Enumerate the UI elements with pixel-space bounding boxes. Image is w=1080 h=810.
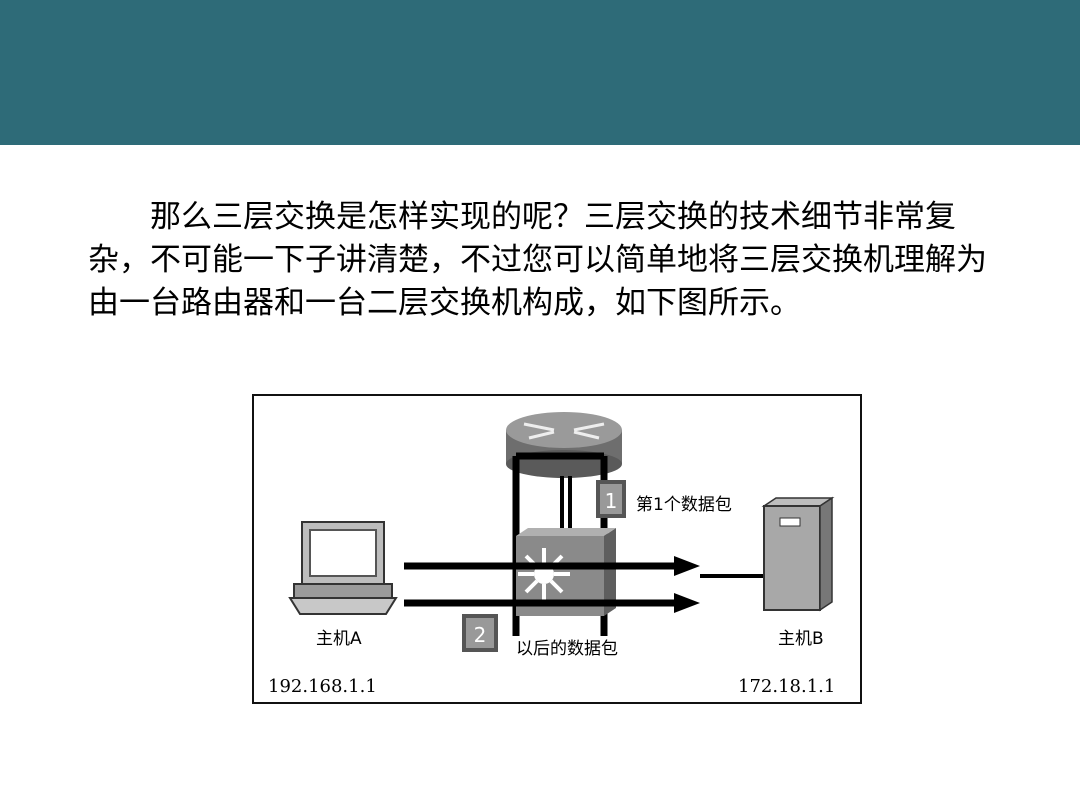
step1-badge <box>596 480 626 518</box>
server-icon <box>761 496 835 612</box>
computer-icon <box>288 521 398 615</box>
host-a-ip: 192.168.1.1 <box>268 676 377 697</box>
body-paragraph: 那么三层交换是怎样实现的呢？三层交换的技术细节非常复杂，不可能一下子讲清楚，不过… <box>88 199 987 321</box>
step1-label: 第1个数据包 <box>636 495 732 515</box>
slide-header-bar <box>0 0 1080 145</box>
network-diagram: 1 第1个数据包 2 以后的数据包 主机A 192.168.1.1 主机B 17… <box>252 394 862 704</box>
step2-label: 以后的数据包 <box>516 639 618 659</box>
host-b-label: 主机B <box>778 629 824 649</box>
diagram-canvas: 1 第1个数据包 2 以后的数据包 主机A 192.168.1.1 主机B 17… <box>268 412 835 697</box>
step2-number: 2 <box>474 623 487 647</box>
step1-number: 1 <box>605 489 618 513</box>
step2-badge <box>462 614 498 652</box>
host-a-label: 主机A <box>316 629 362 649</box>
host-b-ip: 172.18.1.1 <box>738 676 835 697</box>
